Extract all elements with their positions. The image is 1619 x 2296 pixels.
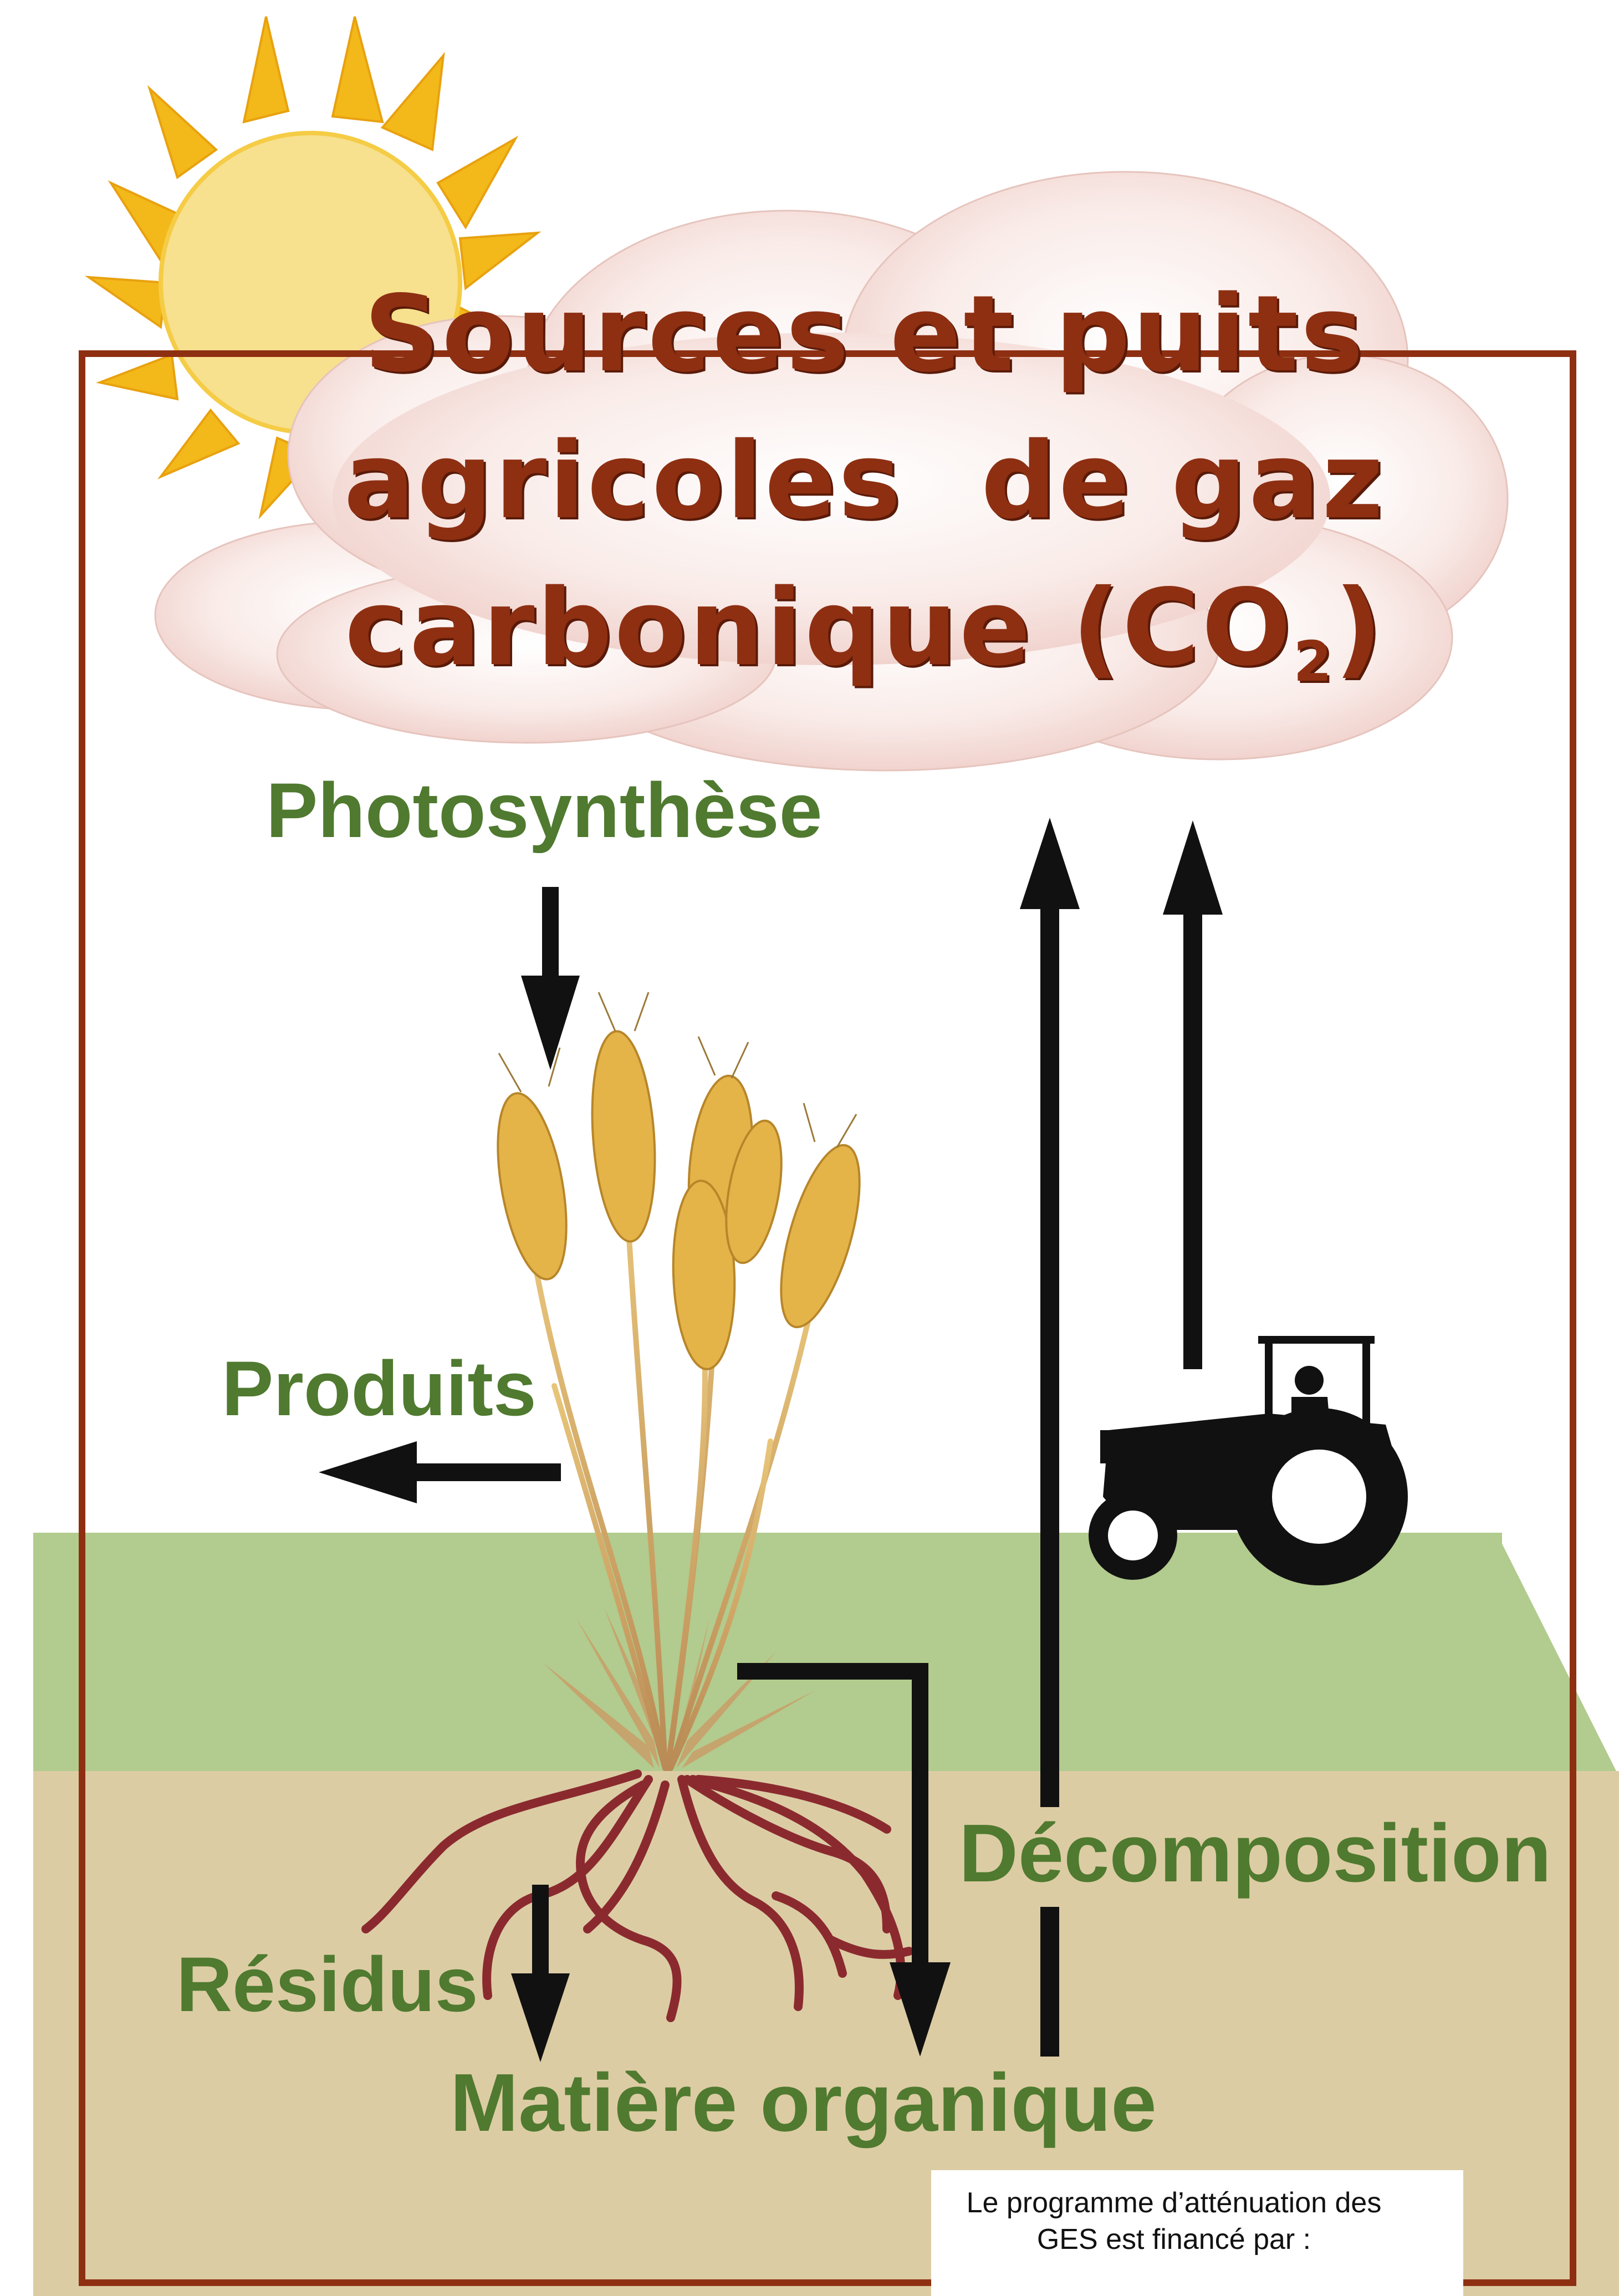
credit-box — [931, 2170, 1463, 2296]
label-photosynthese: Photosynthèse — [266, 767, 823, 854]
grass-band — [33, 1533, 1502, 1777]
title-line-1: Sources et puits — [364, 273, 1366, 395]
credit-line-1: Le programme d’atténuation des — [966, 2187, 1382, 2219]
funding-credit: Le programme d’atténuation des GES est f… — [936, 2185, 1412, 2258]
grass-slope — [1497, 1533, 1619, 1777]
diagram-title: Sources et puits agricoles de gaz carbon… — [310, 261, 1419, 735]
label-matiere-organique: Matière organique — [450, 2057, 1157, 2149]
title-line-3: carbonique (CO2) — [310, 554, 1419, 735]
decomposition-arrow-tractor — [1163, 820, 1223, 1369]
label-decomposition: Décomposition — [959, 1808, 1551, 1899]
title-line-2: agricoles de gaz — [344, 420, 1386, 542]
photosynthesis-arrow — [521, 887, 580, 1070]
tractor-icon — [1089, 1336, 1408, 1585]
title-line-3-text: carbonique (CO — [345, 567, 1294, 689]
title-close: ) — [1334, 567, 1385, 689]
credit-line-2: GES est financé par : — [1036, 2223, 1311, 2256]
title-subscript: 2 — [1293, 629, 1335, 694]
cloud-icon — [154, 171, 1509, 772]
sun-icon — [84, 16, 542, 519]
label-residus: Résidus — [176, 1941, 478, 2028]
decomposition-arrow-long — [1020, 818, 1080, 1807]
label-produits: Produits — [222, 1345, 537, 1432]
organic-matter-uplink — [1040, 1907, 1059, 2057]
cycle-frame — [79, 350, 1576, 2286]
residues-arrow — [511, 1885, 570, 2062]
litter-arrow — [737, 1663, 951, 2057]
products-arrow — [319, 1441, 561, 1503]
